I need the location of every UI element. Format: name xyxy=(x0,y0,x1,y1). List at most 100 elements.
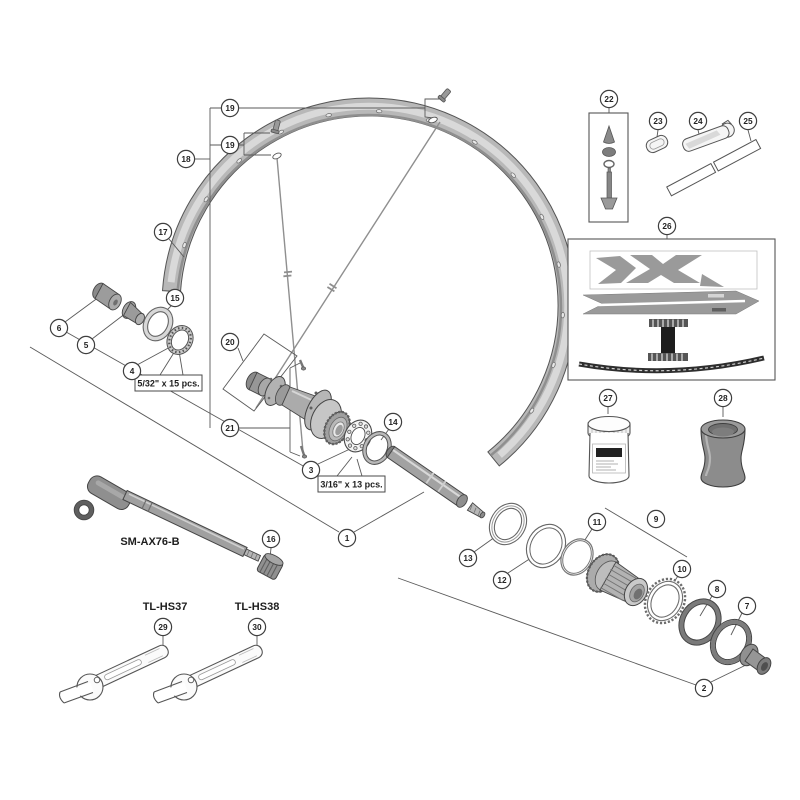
part-balloon-3: 3 xyxy=(301,460,321,480)
svg-text:3: 3 xyxy=(309,465,314,475)
part-balloon-16: 16 xyxy=(261,529,281,549)
spoke-rear-spec-label: 3/16" x 13 pcs. xyxy=(317,475,386,493)
axle-end-cap-right xyxy=(739,643,772,675)
svg-text:22: 22 xyxy=(604,94,614,104)
part-balloon-11: 11 xyxy=(587,512,607,532)
spoke-nipple-lower xyxy=(270,119,281,135)
rim-arc xyxy=(161,97,577,467)
svg-text:19: 19 xyxy=(225,103,235,113)
svg-text:18: 18 xyxy=(181,154,191,164)
nipple-washer-upper xyxy=(428,116,438,124)
part-balloon-14: 14 xyxy=(383,412,403,432)
part-balloon-26: 26 xyxy=(657,216,677,236)
decal-rim-strip xyxy=(578,355,765,374)
svg-text:26: 26 xyxy=(662,221,672,231)
svg-text:27: 27 xyxy=(603,393,613,403)
part-balloon-13: 13 xyxy=(458,548,478,568)
decal-rim-band xyxy=(582,290,760,315)
svg-text:14: 14 xyxy=(388,417,398,427)
ball-retainer-left xyxy=(166,325,194,355)
svg-text:19: 19 xyxy=(225,140,235,150)
quick-release-axle xyxy=(73,475,262,562)
spoke-nipple-upper xyxy=(437,88,451,103)
svg-text:2: 2 xyxy=(702,683,707,693)
svg-text:7: 7 xyxy=(745,601,750,611)
valve-stem-icon xyxy=(600,167,618,210)
svg-text:25: 25 xyxy=(743,116,753,126)
part-balloon-29: 29 xyxy=(153,617,173,637)
tool-right-label: TL-HS38 xyxy=(235,601,280,613)
valve-grommet-icon xyxy=(602,147,616,157)
grease-jar xyxy=(587,415,631,484)
decal-xt-logo xyxy=(596,255,724,287)
spokes xyxy=(255,121,441,459)
svg-text:11: 11 xyxy=(593,517,602,527)
part-balloon-18: 18 xyxy=(176,149,196,169)
hub-group-bracket xyxy=(222,333,298,412)
nipple-washer-lower xyxy=(272,152,282,160)
svg-text:20: 20 xyxy=(225,337,235,347)
decal-i-beam xyxy=(648,319,688,361)
cone-wrench-left xyxy=(58,644,169,704)
part-balloon-10: 10 xyxy=(672,559,692,579)
svg-text:1: 1 xyxy=(345,533,350,543)
seal-ring-left xyxy=(142,306,174,342)
part-balloon-19: 19 xyxy=(220,135,240,155)
svg-text:8: 8 xyxy=(715,584,720,594)
svg-text:9: 9 xyxy=(654,514,659,524)
part-balloon-25: 25 xyxy=(738,111,758,131)
valve-kit-box xyxy=(588,112,629,223)
svg-text:4: 4 xyxy=(130,366,135,376)
part-balloon-24: 24 xyxy=(688,111,708,131)
svg-text:23: 23 xyxy=(653,116,663,126)
spoke-thread-end xyxy=(301,454,308,459)
tire-lever xyxy=(682,119,735,152)
spoke-rear-spec-text: 3/16" x 13 pcs. xyxy=(320,480,382,490)
svg-text:24: 24 xyxy=(693,116,703,126)
o-ring xyxy=(560,538,594,576)
ratchet-ring xyxy=(643,577,687,625)
svg-text:16: 16 xyxy=(266,534,276,544)
part-balloon-12: 12 xyxy=(492,570,512,590)
valve-oring-icon xyxy=(603,159,615,169)
svg-text:6: 6 xyxy=(57,323,62,333)
part-balloon-22: 22 xyxy=(599,89,619,109)
lock-ring xyxy=(488,502,528,546)
part-balloon-15: 15 xyxy=(165,288,185,308)
svg-text:17: 17 xyxy=(158,227,168,237)
part-balloon-5: 5 xyxy=(76,335,96,355)
valve-cone-icon xyxy=(603,124,615,144)
part-balloon-7: 7 xyxy=(737,596,757,616)
svg-text:30: 30 xyxy=(252,622,262,632)
svg-text:13: 13 xyxy=(463,553,473,563)
part-balloon-23: 23 xyxy=(648,111,668,131)
cone-wrench-right xyxy=(154,643,265,703)
hub-axle xyxy=(385,445,486,519)
part-balloon-9: 9 xyxy=(646,509,666,529)
part-balloon-19: 19 xyxy=(220,98,240,118)
spoke-front-spec-label: 5/32" x 15 pcs. xyxy=(134,374,203,392)
part-balloon-4: 4 xyxy=(122,361,142,381)
part-balloon-30: 30 xyxy=(247,617,267,637)
rim-tape xyxy=(666,138,762,197)
axle-lever-ring xyxy=(74,500,94,520)
svg-text:12: 12 xyxy=(497,575,507,585)
lock-nut xyxy=(121,301,145,326)
decal-set-box xyxy=(567,238,776,381)
front-hub-body xyxy=(245,371,351,446)
centerlock-adapter xyxy=(700,419,746,488)
axle-end-cap-left xyxy=(92,282,122,311)
part-balloon-28: 28 xyxy=(713,388,733,408)
valve-cap xyxy=(645,134,669,154)
svg-text:29: 29 xyxy=(158,622,168,632)
axle-adjust-cap xyxy=(256,553,284,580)
part-balloon-8: 8 xyxy=(707,579,727,599)
part-balloon-20: 20 xyxy=(220,332,240,352)
tool-left-label: TL-HS37 xyxy=(143,601,188,613)
svg-text:5: 5 xyxy=(84,340,89,350)
spoke-front-spec-text: 5/32" x 15 pcs. xyxy=(137,379,199,389)
part-balloon-6: 6 xyxy=(49,318,69,338)
